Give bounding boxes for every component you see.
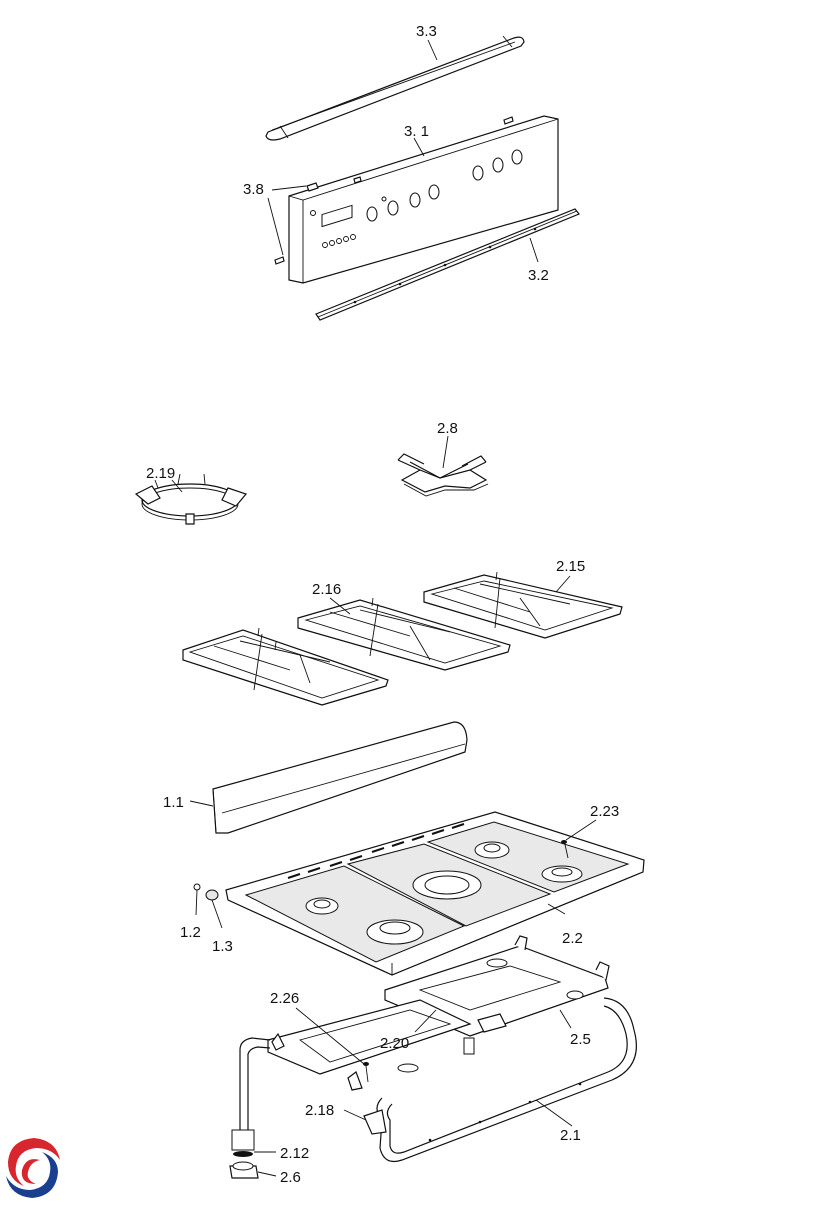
part-3-1-control-panel [274,115,559,284]
part-2-26-screw [363,1062,369,1083]
part-2-19-wok-ring [134,473,248,525]
control-knob-holes [310,149,523,222]
indicator-buttons [322,234,356,248]
part-1-1-backguard [212,721,468,834]
burner-ports [305,841,583,945]
part-1-3-bushing [205,889,223,929]
label-2-16: 2.16 [312,581,341,598]
part-2-8-simmer-trivet [397,453,489,497]
part-2-20-burner-frame-left [267,999,472,1091]
part-3-3-handle-bar [265,35,525,141]
label-1-3: 1.3 [212,938,233,955]
label-2-26: 2.26 [270,990,299,1007]
label-2-5: 2.5 [570,1031,591,1048]
label-2-15: 2.15 [556,558,585,575]
part-2-12-washer [231,1129,255,1157]
label-3-3: 3.3 [416,23,437,40]
gas-valve [463,1037,475,1055]
label-1-2: 1.2 [180,924,201,941]
leader-lines [171,39,597,1177]
label-2-6: 2.6 [280,1169,301,1186]
label-2-20: 2.20 [380,1035,409,1052]
label-1-1: 1.1 [163,794,184,811]
label-2-8: 2.8 [437,420,458,437]
label-2-23: 2.23 [590,803,619,820]
label-2-19: 2.19 [146,465,175,482]
label-2-12: 2.12 [280,1145,309,1162]
part-2-6-nut [229,1161,259,1179]
part-2-16-pan-support-center [297,597,511,671]
part-2-2-cooktop [225,811,645,976]
part-labels: 3.3 3. 1 3.8 3.2 2.8 2.19 2.16 2.15 1.1 … [146,23,619,1186]
label-2-18: 2.18 [305,1102,334,1119]
cooktop-vent-slots [287,823,465,879]
label-3-8: 3.8 [243,181,264,198]
part-3-2-trim-strip [315,208,580,321]
label-3-1: 3. 1 [404,123,429,140]
part-2-15-pan-support-right [423,571,623,639]
label-2-1: 2.1 [560,1127,581,1144]
part-2-18-elbow-fitting [363,1109,387,1135]
label-2-2: 2.2 [562,930,583,947]
label-3-2: 3.2 [528,267,549,284]
brand-logo [4,1138,60,1198]
part-1-2-screw [193,883,201,916]
part-pan-support-left [182,627,389,706]
